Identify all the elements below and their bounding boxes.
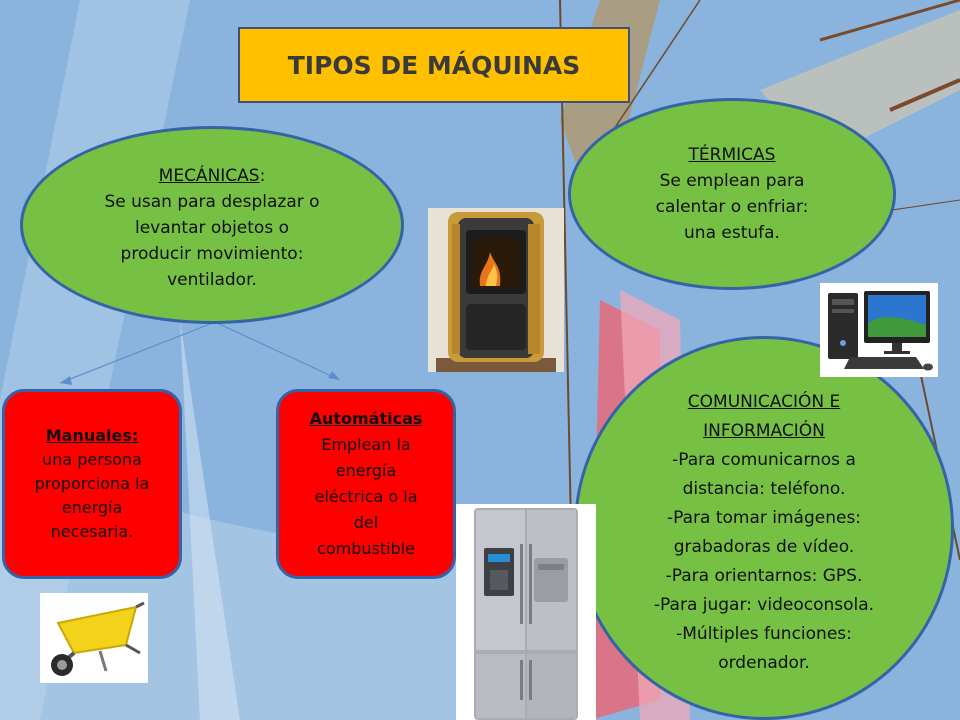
comunicacion-line: ordenador. [718, 653, 810, 673]
mecanicas-line: Se usan para desplazar o [104, 192, 320, 212]
termicas-line: calentar o enfriar: [655, 197, 809, 217]
wheelbarrow-image [40, 593, 148, 683]
mecanicas-heading-line: MECÁNICAS: [159, 163, 266, 189]
automaticas-line: combustible [317, 539, 415, 558]
automaticas-line: energía [335, 461, 397, 480]
manuales-box: Manuales: una persona proporciona la ene… [2, 389, 182, 579]
automaticas-line: Emplean la [321, 435, 411, 454]
comunicacion-line: distancia: teléfono. [682, 479, 846, 499]
page-title: TIPOS DE MÁQUINAS [287, 50, 581, 80]
comunicacion-heading-line: INFORMACIÓN [703, 421, 825, 441]
comunicacion-oval: COMUNICACIÓN E INFORMACIÓN -Para comunic… [574, 336, 954, 720]
stove-image [428, 208, 564, 372]
termicas-heading: TÉRMICAS [688, 145, 776, 165]
manuales-line: una persona [42, 450, 142, 469]
mecanicas-oval: MECÁNICAS: Se usan para desplazar o leva… [20, 126, 404, 324]
computer-image [820, 283, 938, 377]
automaticas-line: del [353, 513, 379, 532]
automaticas-box: Automáticas Emplean la energía eléctrica… [276, 389, 456, 579]
manuales-line: necesaria. [50, 522, 134, 541]
comunicacion-heading-line: COMUNICACIÓN E [687, 392, 841, 412]
mecanicas-line: ventilador. [167, 270, 257, 290]
fridge-image [456, 504, 596, 720]
manuales-line: energía [61, 498, 123, 517]
automaticas-line: eléctrica o la [314, 487, 418, 506]
comunicacion-line: -Para orientarnos: GPS. [665, 566, 863, 586]
manuales-line: proporciona la [34, 474, 150, 493]
termicas-oval: TÉRMICAS Se emplean para calentar o enfr… [568, 98, 896, 290]
mecanicas-heading: MECÁNICAS [158, 166, 260, 186]
termicas-line: una estufa. [684, 223, 780, 243]
title-box: TIPOS DE MÁQUINAS [238, 27, 630, 103]
comunicacion-line: -Múltiples funciones: [676, 624, 852, 644]
comunicacion-line: grabadoras de vídeo. [673, 537, 855, 557]
comunicacion-line: -Para tomar imágenes: [666, 508, 862, 528]
automaticas-heading: Automáticas [309, 409, 423, 428]
mecanicas-heading-suffix: : [259, 166, 266, 186]
mecanicas-line: producir movimiento: [120, 244, 304, 264]
comunicacion-line: -Para comunicarnos a [672, 450, 856, 470]
manuales-heading: Manuales: [45, 426, 139, 445]
mecanicas-line: levantar objetos o [134, 218, 289, 238]
comunicacion-line: -Para jugar: videoconsola. [653, 595, 875, 615]
termicas-line: Se emplean para [659, 171, 805, 191]
